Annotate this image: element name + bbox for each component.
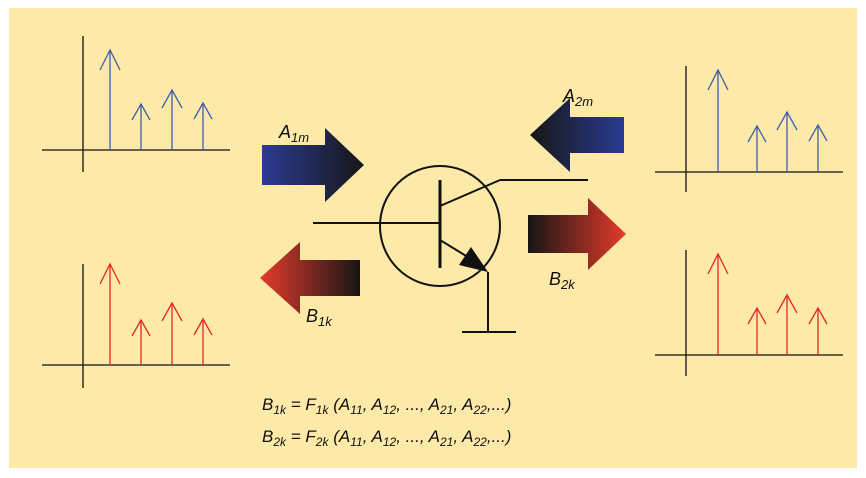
spectral-line-1: [99, 262, 121, 365]
spectral-line-3: [776, 110, 798, 172]
spectral-line-3: [161, 88, 183, 150]
spectral-line-4: [808, 306, 828, 355]
spectrum-input-1-blue: [42, 36, 230, 172]
transistor-symbol: [313, 165, 588, 333]
spectral-line-1: [99, 48, 121, 150]
arrow-output-b1k: [260, 242, 360, 314]
spectral-line-4: [193, 101, 213, 150]
spectral-line-1: [707, 68, 729, 172]
arrow-input-a2m: [530, 98, 624, 172]
label-b2k: B2k: [549, 269, 576, 292]
spectrum-input-2-blue: [655, 66, 843, 192]
label-a1m: A1m: [278, 122, 309, 145]
spectral-line-2: [747, 124, 767, 172]
transistor-envelope: [379, 165, 501, 287]
spectral-line-1: [707, 252, 729, 355]
spectral-line-3: [161, 301, 183, 365]
spectral-line-4: [808, 123, 828, 172]
spectrum-output-1-red: [42, 262, 230, 388]
spectral-line-4: [193, 317, 213, 365]
spectrum-output-2-red: [655, 250, 843, 376]
arrow-input-a1m: [262, 128, 364, 202]
spectral-line-2: [747, 306, 767, 355]
background-panel: [9, 8, 857, 468]
label-b1k: B1k: [306, 306, 333, 329]
arrow-output-b2k: [528, 198, 626, 270]
label-a2m: A2m: [562, 86, 593, 109]
spectral-line-2: [131, 318, 151, 365]
collector-line: [439, 179, 501, 207]
equation-b1k: B1k = F1k (A11, A12, ..., A21, A22,...): [262, 395, 511, 417]
emitter-arrowhead: [459, 247, 488, 272]
equation-b2k: B2k = F2k (A11, A12, ..., A21, A22,...): [262, 427, 511, 449]
spectral-line-3: [776, 293, 798, 355]
spectral-line-2: [131, 102, 151, 150]
